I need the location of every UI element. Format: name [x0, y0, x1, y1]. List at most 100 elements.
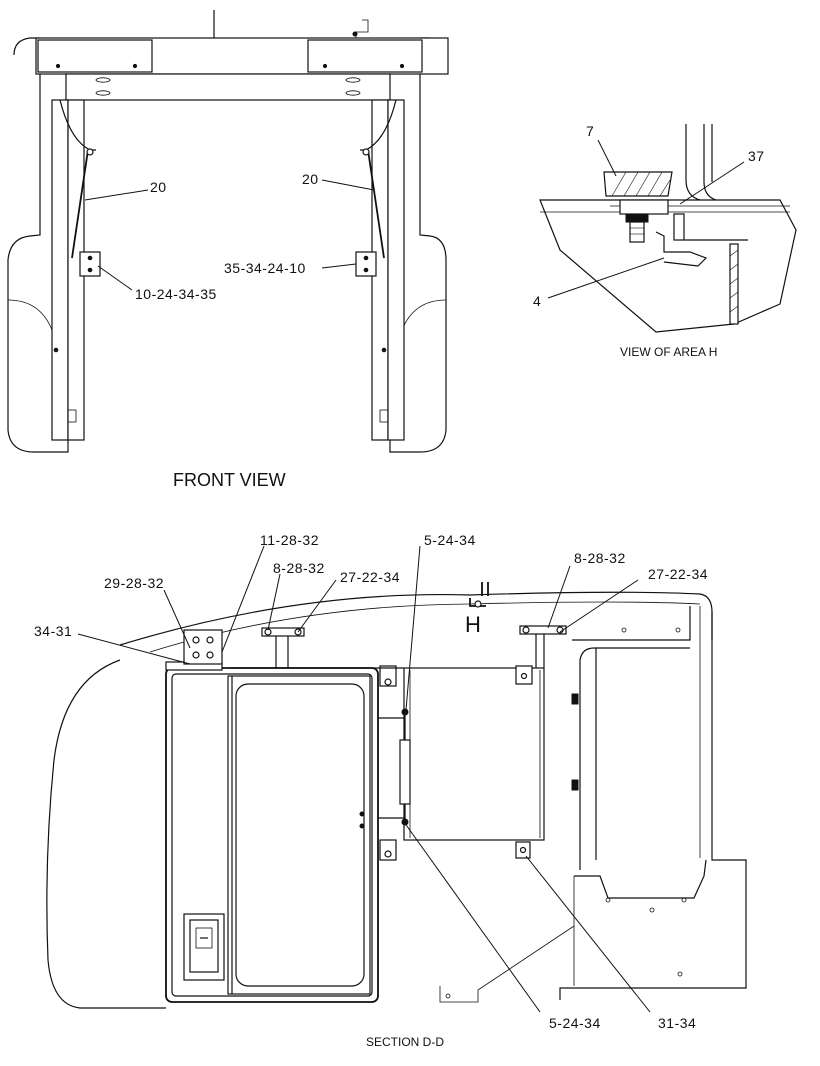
leader-34-31 — [77, 633, 191, 665]
leader-29-28-32 — [163, 589, 191, 649]
hinge — [67, 409, 77, 423]
bolt — [520, 672, 528, 680]
section-dd-title: SECTION D-D — [366, 1035, 444, 1049]
bolt — [359, 811, 365, 817]
callout-5-24-34-bottom: 5-24-34 — [549, 1015, 601, 1031]
callout-left-bracket: 10-24-34-35 — [135, 286, 217, 302]
area-h-title: VIEW OF AREA H — [620, 345, 717, 359]
top-hook — [355, 19, 369, 38]
bolt — [192, 651, 200, 659]
section-marker-label: H — [465, 612, 481, 637]
leader-31-34 — [525, 855, 651, 1013]
bolt — [363, 255, 369, 261]
door-open-frame — [403, 667, 545, 841]
callout-29-28-32: 29-28-32 — [104, 575, 164, 591]
bolt — [55, 63, 61, 69]
callout-7: 7 — [586, 123, 594, 139]
slot — [95, 90, 111, 96]
bracket-item-4 — [655, 231, 708, 267]
strut-pivot — [362, 148, 370, 156]
clip — [571, 779, 579, 791]
leader-8-28-32-left — [267, 573, 281, 631]
door-glass — [235, 683, 365, 987]
bolt — [87, 255, 93, 261]
gas-strut — [399, 739, 411, 805]
bolt — [192, 636, 200, 644]
callout-5-24-34-top: 5-24-34 — [424, 532, 476, 548]
roof-inner — [149, 601, 701, 653]
leader-right-bracket — [321, 263, 357, 269]
front-view-title: FRONT VIEW — [173, 470, 286, 490]
callout-8-28-32-left: 8-28-32 — [273, 560, 325, 576]
bolt — [519, 846, 527, 854]
marker-bolt — [474, 600, 482, 608]
strut-pivot — [86, 148, 94, 156]
clip — [571, 693, 579, 705]
slot — [345, 77, 361, 83]
bolt — [322, 63, 328, 69]
bolt — [681, 897, 687, 903]
bolt — [649, 907, 655, 913]
left-post — [51, 99, 69, 441]
leader-11-28-32 — [221, 545, 265, 653]
bolt — [621, 627, 627, 633]
hinge-bolt — [384, 678, 392, 686]
bolt — [359, 823, 365, 829]
leader-5-24-34-top — [405, 545, 421, 711]
rear-lower — [574, 859, 707, 899]
slot — [345, 90, 361, 96]
strut-end — [401, 818, 409, 826]
door-frame — [171, 673, 373, 997]
callout-4: 4 — [533, 293, 541, 309]
rear-step — [579, 647, 690, 661]
bracket-left — [79, 251, 101, 277]
rear-top — [572, 606, 691, 641]
rear-wall — [559, 612, 747, 1000]
top-bolt — [352, 31, 358, 37]
leader-5-24-34-bottom — [403, 821, 541, 1013]
cab-outline-left — [7, 37, 69, 453]
bolt — [677, 971, 683, 977]
hinge-top — [379, 665, 397, 687]
bolt — [363, 267, 369, 273]
leader-27-22-34-left — [297, 579, 337, 633]
hinge-bolt — [384, 850, 392, 858]
roof-outline — [119, 591, 713, 646]
rail-1 — [685, 124, 701, 201]
roof-panel-outline — [539, 199, 797, 333]
leader-left-20 — [84, 189, 149, 201]
leader-27-22-34-right — [559, 579, 639, 633]
callout-37: 37 — [748, 148, 765, 164]
cab-side-outline — [46, 659, 166, 1009]
hinge — [379, 409, 389, 423]
door-glass-frame — [227, 675, 371, 995]
leader-8-28-32-right — [547, 565, 571, 629]
wall-upright — [673, 213, 685, 241]
bolt-shank — [629, 221, 645, 243]
bolt — [522, 626, 530, 634]
callout-left-20: 20 — [150, 179, 167, 195]
slot — [95, 77, 111, 83]
leader-37 — [679, 161, 745, 205]
nut — [625, 213, 649, 223]
callout-31-34: 31-34 — [658, 1015, 696, 1031]
door-lock — [195, 927, 213, 949]
callout-right-20: 20 — [302, 171, 319, 187]
bolt — [53, 347, 59, 353]
bracket-right — [355, 251, 377, 277]
clamp-bar — [261, 627, 305, 637]
leader-4 — [547, 257, 665, 299]
callout-11-28-32: 11-28-32 — [260, 532, 319, 548]
bolt — [605, 897, 611, 903]
bolt — [675, 627, 681, 633]
callout-8-28-32-right: 8-28-32 — [574, 550, 626, 566]
gas-strut-right — [367, 149, 385, 259]
callout-right-bracket: 35-34-24-10 — [224, 260, 306, 276]
clamp — [619, 199, 669, 215]
bolt — [87, 267, 93, 273]
bolt — [206, 636, 214, 644]
bolt — [399, 63, 405, 69]
roof-bracket — [183, 629, 223, 665]
clamp-bar-right — [519, 625, 567, 635]
